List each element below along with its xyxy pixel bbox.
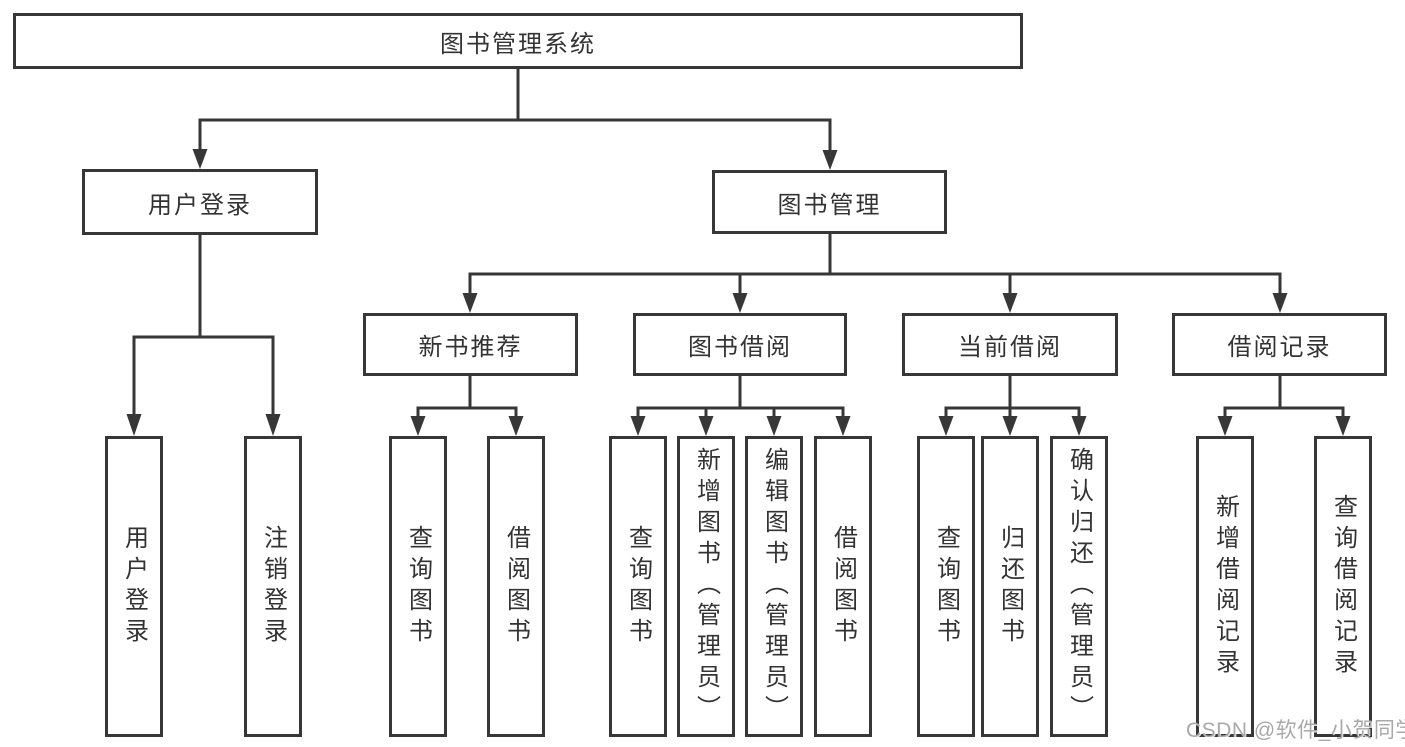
leaf-edit-books-admin-label: 编辑图书（管理员） [760, 447, 788, 726]
leaf-borrow-books-borrowing: 借阅图书 [814, 436, 872, 737]
leaf-confirm-return-admin-label: 确认归还（管理员） [1065, 447, 1093, 726]
leaf-query-books-recommend-label: 查询图书 [404, 524, 432, 649]
leaf-return-books: 归还图书 [981, 436, 1039, 737]
leaf-query-books-borrowing-label: 查询图书 [624, 524, 652, 649]
leaf-borrow-books-borrowing-label: 借阅图书 [829, 524, 857, 649]
csdn-watermark: CSDN @软件_小贺同学 [1186, 719, 1405, 742]
leaf-add-books-admin-label: 新增图书（管理员） [692, 447, 720, 726]
node-root-system: 图书管理系统 [13, 13, 1023, 69]
node-book-management-branch: 图书管理 [712, 170, 947, 234]
leaf-user-login-label: 用户登录 [120, 524, 148, 649]
leaf-query-books-current-label: 查询图书 [932, 524, 960, 649]
leaf-logout-login: 注销登录 [244, 436, 302, 737]
node-new-book-recommend: 新书推荐 [363, 313, 578, 376]
node-borrow-records: 借阅记录 [1172, 313, 1387, 376]
leaf-query-books-current: 查询图书 [917, 436, 975, 737]
leaf-return-books-label: 归还图书 [996, 524, 1024, 649]
leaf-query-books-borrowing: 查询图书 [609, 436, 667, 737]
leaf-borrow-books-recommend-label: 借阅图书 [502, 524, 530, 649]
leaf-add-books-admin: 新增图书（管理员） [677, 436, 735, 737]
leaf-add-borrow-record: 新增借阅记录 [1196, 436, 1254, 737]
leaf-query-borrow-record-label: 查询借阅记录 [1329, 493, 1357, 680]
leaf-query-books-recommend: 查询图书 [389, 436, 447, 737]
leaf-confirm-return-admin: 确认归还（管理员） [1050, 436, 1108, 737]
leaf-borrow-books-recommend: 借阅图书 [487, 436, 545, 737]
leaf-logout-login-label: 注销登录 [259, 524, 287, 649]
node-book-borrowing: 图书借阅 [633, 313, 847, 376]
leaf-user-login: 用户登录 [105, 436, 163, 737]
leaf-edit-books-admin: 编辑图书（管理员） [745, 436, 803, 737]
leaf-query-borrow-record: 查询借阅记录 [1314, 436, 1372, 737]
node-current-borrowing: 当前借阅 [902, 313, 1118, 376]
leaf-add-borrow-record-label: 新增借阅记录 [1211, 493, 1239, 680]
node-user-login-branch: 用户登录 [82, 169, 318, 235]
